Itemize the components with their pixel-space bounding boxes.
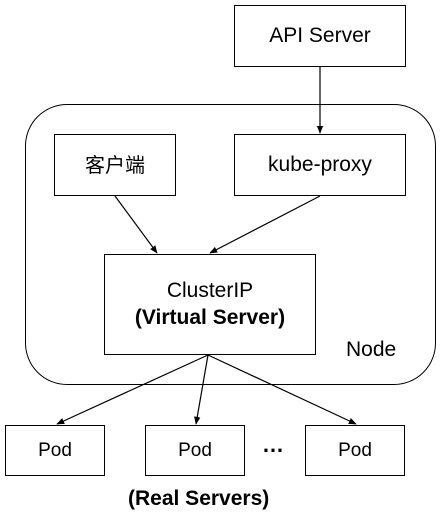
pod-box-2: Pod	[145, 425, 245, 476]
pod-label-3: Pod	[338, 439, 372, 461]
arrow-clusterip-to-pod-3	[207, 354, 357, 425]
arrow-kubeproxy-to-clusterip	[209, 195, 321, 254]
cluster-ip-label: ClusterIP	[166, 279, 254, 303]
pod-ellipsis: …	[262, 432, 284, 457]
cluster-ip-box: ClusterIP (Virtual Server)	[104, 254, 316, 355]
node-label: Node	[346, 338, 397, 361]
api-server-box: API Server	[234, 5, 406, 67]
pod-box-3: Pod	[305, 425, 405, 476]
arrow-clusterip-to-pod-2	[194, 354, 209, 425]
kube-proxy-label: kube-proxy	[268, 152, 372, 176]
arrow-client-to-clusterip	[114, 195, 158, 254]
client-box: 客户端	[54, 134, 176, 196]
client-label: 客户端	[85, 152, 145, 177]
virtual-server-label: (Virtual Server)	[134, 305, 286, 329]
real-servers-label: (Real Servers)	[128, 487, 270, 510]
pod-label-1: Pod	[38, 439, 72, 461]
kube-proxy-box: kube-proxy	[234, 134, 406, 196]
api-server-label: API Server	[269, 23, 371, 47]
node-boundary	[25, 104, 436, 385]
pod-box-1: Pod	[5, 425, 105, 476]
pod-label-2: Pod	[178, 439, 212, 461]
arrow-clusterip-to-pod-1	[56, 354, 209, 425]
